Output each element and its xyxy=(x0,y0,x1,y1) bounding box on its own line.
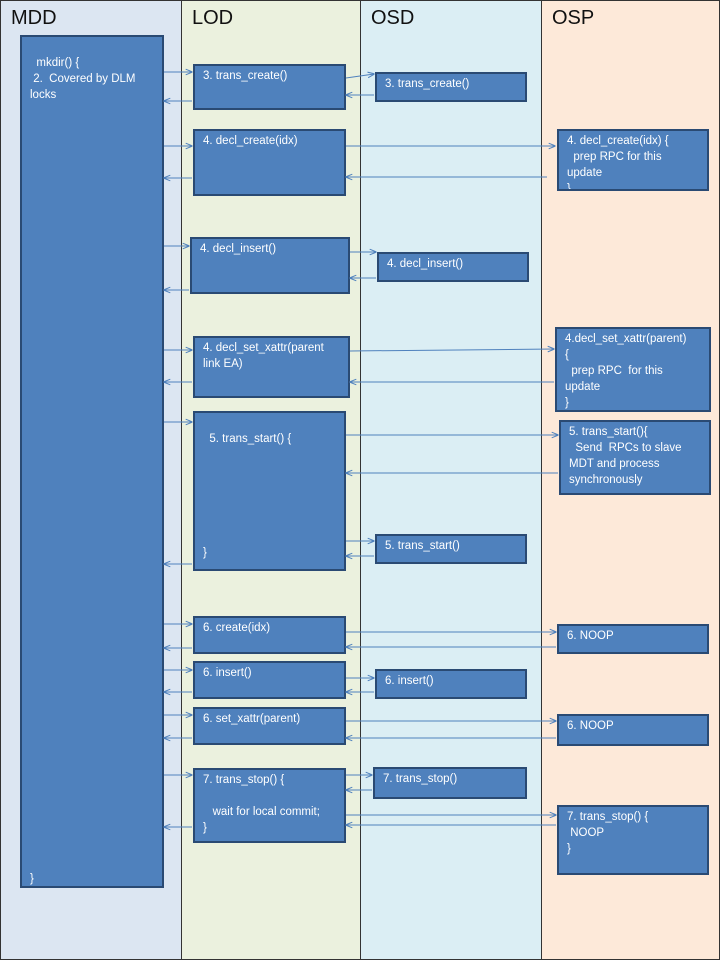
lod-trans-start-box: 5. trans_start() { } xyxy=(193,411,346,571)
osp-trans-start-box: 5. trans_start(){ Send RPCs to slave MDT… xyxy=(559,420,711,495)
lod-decl-create-box: 4. decl_create(idx) xyxy=(193,129,346,196)
mdd-mkdir-close: } xyxy=(30,873,34,885)
lod-trans-start-text: 5. trans_start() { xyxy=(209,433,292,445)
osp-trans-start-close: } xyxy=(568,504,572,516)
osd-decl-insert-box: 4. decl_insert() xyxy=(377,252,529,282)
lod-trans-create-box: 3. trans_create() xyxy=(193,64,346,110)
lod-trans-start-close: } xyxy=(203,547,207,559)
osd-trans-stop-box: 7. trans_stop() xyxy=(373,767,527,799)
lane-osd: OSD xyxy=(361,0,542,960)
osp-decl-set-xattr-box: 4.decl_set_xattr(parent) { prep RPC for … xyxy=(555,327,711,412)
mdd-mkdir-box: mkdir() { 2. Covered by DLM locks } xyxy=(20,35,164,888)
osp-noop-2-box: 6. NOOP xyxy=(557,714,709,746)
osd-insert-box: 6. insert() xyxy=(375,669,527,699)
lod-set-xattr-box: 6. set_xattr(parent) xyxy=(193,707,346,745)
osp-noop-1-box: 6. NOOP xyxy=(557,624,709,654)
osd-trans-create-box: 3. trans_create() xyxy=(375,72,527,102)
lod-decl-insert-box: 4. decl_insert() xyxy=(190,237,350,294)
lod-trans-stop-box: 7. trans_stop() { wait for local commit;… xyxy=(193,768,346,843)
osd-trans-start-box: 5. trans_start() xyxy=(375,534,527,564)
lane-title-osd: OSD xyxy=(371,7,415,29)
lod-create-box: 6. create(idx) xyxy=(193,616,346,654)
osp-trans-stop-box: 7. trans_stop() { NOOP } xyxy=(557,805,709,875)
mdd-mkdir-text: mkdir() { 2. Covered by DLM locks xyxy=(30,57,136,101)
lod-decl-set-xattr-box: 4. decl_set_xattr(parent link EA) xyxy=(193,336,350,398)
lane-title-lod: LOD xyxy=(192,7,234,29)
lane-title-osp: OSP xyxy=(552,7,595,29)
osp-decl-create-box: 4. decl_create(idx) { prep RPC for this … xyxy=(557,129,709,191)
lane-title-mdd: MDD xyxy=(11,7,57,29)
lod-insert-box: 6. insert() xyxy=(193,661,346,699)
